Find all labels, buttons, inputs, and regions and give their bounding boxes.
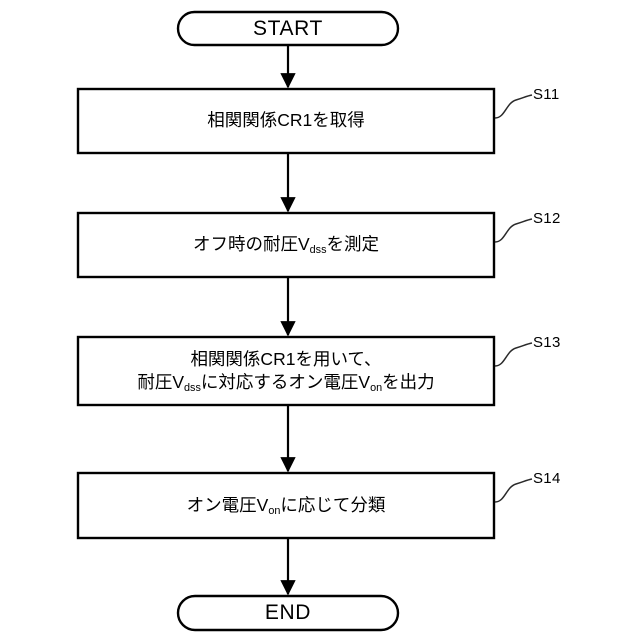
process-box-s13-shape[interactable] (76, 335, 496, 407)
step-tag-s12: S12 (533, 210, 561, 227)
start-terminator-shape[interactable] (176, 10, 400, 47)
step-tag-s11: S11 (533, 86, 560, 103)
process-box-s11-shape[interactable] (76, 87, 496, 155)
leader-line-s11 (494, 94, 533, 119)
process-box-s14-shape[interactable] (76, 471, 496, 540)
step-tag-s13: S13 (533, 334, 561, 351)
end-terminator-shape[interactable] (176, 594, 400, 632)
leader-line-s13 (494, 342, 533, 367)
leader-line-s12 (494, 218, 533, 243)
process-box-s12-shape[interactable] (76, 211, 496, 279)
leader-line-s14 (494, 478, 533, 503)
step-tag-s14: S14 (533, 470, 561, 487)
